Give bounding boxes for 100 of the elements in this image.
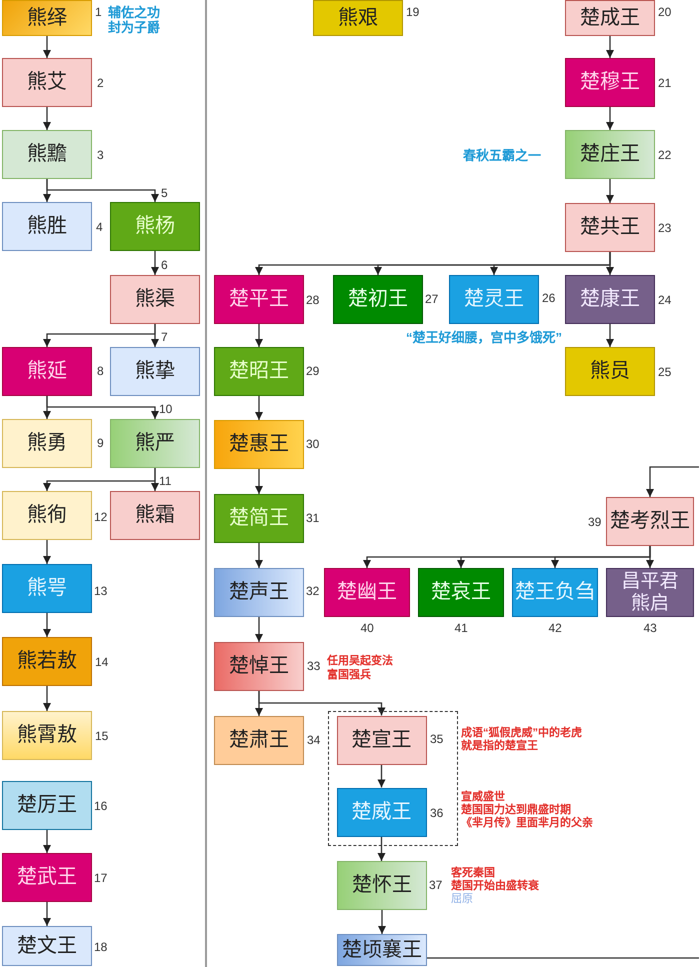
note-text: 屈原 <box>451 892 473 906</box>
ruler-name: 楚成王 <box>580 6 640 30</box>
note-text: 成语“狐假虎威”中的老虎就是指的楚宣王 <box>461 727 583 753</box>
ruler-name: 熊黵 <box>27 143 67 166</box>
ruler-box <box>214 568 304 617</box>
ruler-name: 楚幽王 <box>337 581 397 604</box>
ruler-box <box>2 130 92 179</box>
dashed-group-box <box>328 711 458 846</box>
arrow <box>255 324 263 347</box>
ruler-name: 熊咢 <box>27 577 67 600</box>
arrow <box>378 836 386 861</box>
generation-number: 10 <box>159 402 172 416</box>
ruler-box <box>565 203 655 252</box>
note-text: 楚国国力达到鼎盛时期 <box>461 804 571 816</box>
generation-number: 9 <box>97 436 104 450</box>
ruler-name: 楚灵王 <box>464 288 524 311</box>
generation-number: 3 <box>97 148 104 162</box>
generation-number: 34 <box>307 733 320 747</box>
arrow <box>606 179 614 203</box>
ruler-name: 熊延 <box>27 360 67 383</box>
arrow <box>255 252 611 275</box>
ruler-box <box>214 420 304 469</box>
arrow <box>646 466 699 497</box>
ruler-name: 熊绎 <box>27 6 67 30</box>
note-text: 宣威盛世 <box>461 790 505 804</box>
arrow <box>43 540 51 564</box>
ruler-name: 楚共王 <box>580 216 640 239</box>
ruler-box <box>110 202 200 251</box>
arrow <box>255 396 263 420</box>
generation-number: 7 <box>161 330 168 344</box>
note-text: 《芈月传》里面芈月的父亲 <box>461 816 593 830</box>
arrow <box>255 543 263 568</box>
generation-number: 15 <box>95 729 108 743</box>
arrow <box>255 469 263 494</box>
generation-number: 33 <box>307 659 320 673</box>
ruler-name: 熊霜 <box>135 504 175 527</box>
ruler-box <box>449 275 539 324</box>
ruler-box <box>336 716 426 764</box>
ruler-box <box>565 130 655 179</box>
generation-number: 42 <box>548 621 562 635</box>
ruler-box <box>2 711 92 760</box>
ruler-name: 熊勇 <box>27 432 67 455</box>
ruler-box <box>565 0 655 36</box>
ruler-box <box>565 347 655 396</box>
note-text: 楚国开始由盛转衰 <box>451 880 539 892</box>
ruler-name: 楚考烈王 <box>610 510 690 533</box>
ruler-name: 楚悼王 <box>229 655 289 678</box>
arrow <box>606 107 614 130</box>
generation-number: 18 <box>94 940 108 954</box>
ruler-box <box>2 926 92 966</box>
generation-number: 20 <box>658 5 672 19</box>
ruler-name: 熊杨 <box>135 215 175 238</box>
generation-number: 31 <box>306 511 320 525</box>
generation-number: 30 <box>306 437 320 451</box>
ruler-box <box>565 275 655 324</box>
generation-number: 5 <box>161 186 168 200</box>
generation-number: 27 <box>425 292 438 306</box>
ruler-box <box>2 202 92 251</box>
arrow <box>258 691 386 716</box>
ruler-name: 楚顷襄王 <box>342 938 422 962</box>
ruler-name: 昌平君熊启 <box>621 570 679 614</box>
ruler-box <box>565 58 655 107</box>
ruler-name: 熊霄敖 <box>17 724 77 747</box>
generation-number: 13 <box>94 584 108 598</box>
arrow <box>255 617 263 642</box>
ruler-box <box>313 0 403 36</box>
ruler-box <box>2 491 92 540</box>
generation-number: 37 <box>429 878 442 892</box>
generation-number: 8 <box>97 364 104 378</box>
arrow <box>43 830 51 853</box>
ruler-name: 熊艾 <box>27 71 67 94</box>
ruler-name: 楚哀王 <box>431 581 491 604</box>
generation-number: 6 <box>161 258 168 272</box>
generation-number: 4 <box>96 220 103 234</box>
ruler-box <box>418 568 504 617</box>
generation-number: 41 <box>454 621 468 635</box>
arrow <box>43 613 51 637</box>
ruler-box <box>337 861 427 910</box>
arrow <box>606 36 614 58</box>
generation-number: 14 <box>95 655 108 669</box>
ruler-name: 楚怀王 <box>352 874 412 897</box>
ruler-name: 楚宣王 <box>352 728 412 752</box>
generation-number: 2 <box>97 76 104 90</box>
arrow <box>606 324 614 347</box>
ruler-box <box>2 853 92 902</box>
ruler-name: 熊胜 <box>27 215 67 238</box>
ruler-box <box>606 497 694 546</box>
generation-number: 26 <box>542 291 556 305</box>
ruler-name: 熊艰 <box>338 6 378 30</box>
note-text: 辅佐之功 <box>108 4 160 20</box>
ruler-name: 熊员 <box>590 360 630 383</box>
arrow <box>43 902 51 926</box>
note-text: “楚王好细腰，宫中多饿死” <box>406 330 562 344</box>
generation-number: 16 <box>94 799 108 813</box>
ruler-name: 熊渠 <box>135 288 175 311</box>
ruler-box <box>214 347 304 396</box>
ruler-name: 楚文王 <box>17 934 77 958</box>
generation-number: 29 <box>306 364 320 378</box>
ruler-box <box>2 419 92 468</box>
ruler-box <box>336 788 426 836</box>
